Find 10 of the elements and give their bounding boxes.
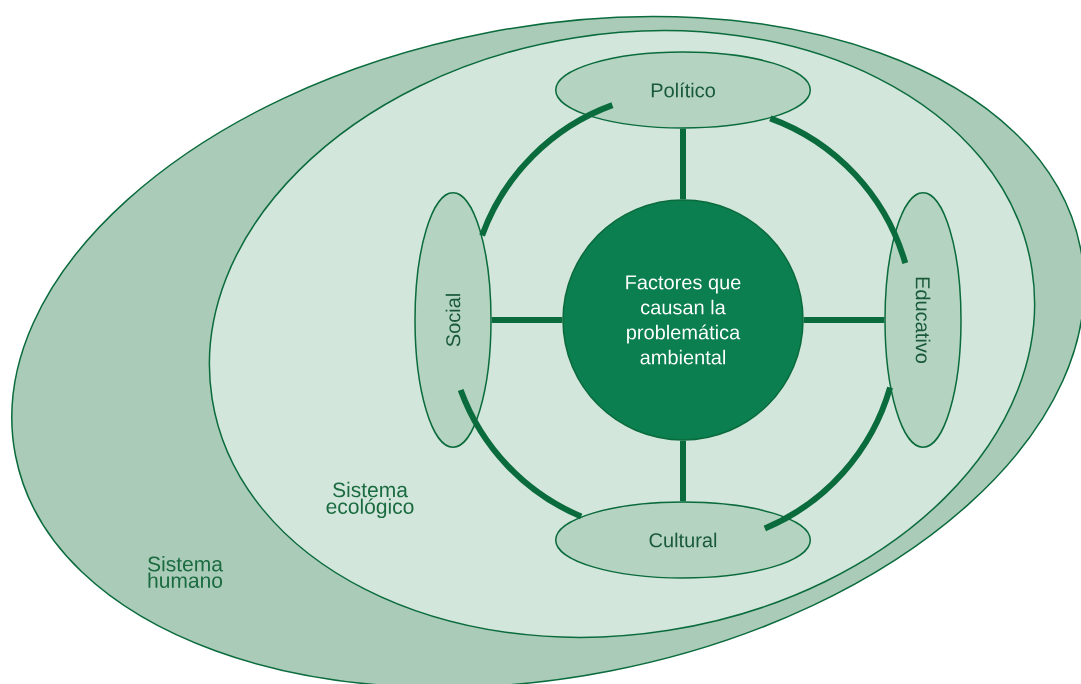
- connector-line: [457, 388, 583, 520]
- system-label: Sistema ecológico: [326, 481, 414, 519]
- connector-line: [680, 440, 686, 502]
- connector-line: [769, 115, 909, 265]
- system-label: Sistema humano: [148, 556, 223, 588]
- connector-line: [479, 102, 614, 237]
- connector-line: [491, 317, 563, 323]
- connector-line: [803, 317, 885, 323]
- connector-line: [680, 128, 686, 200]
- connector-line: [763, 386, 893, 532]
